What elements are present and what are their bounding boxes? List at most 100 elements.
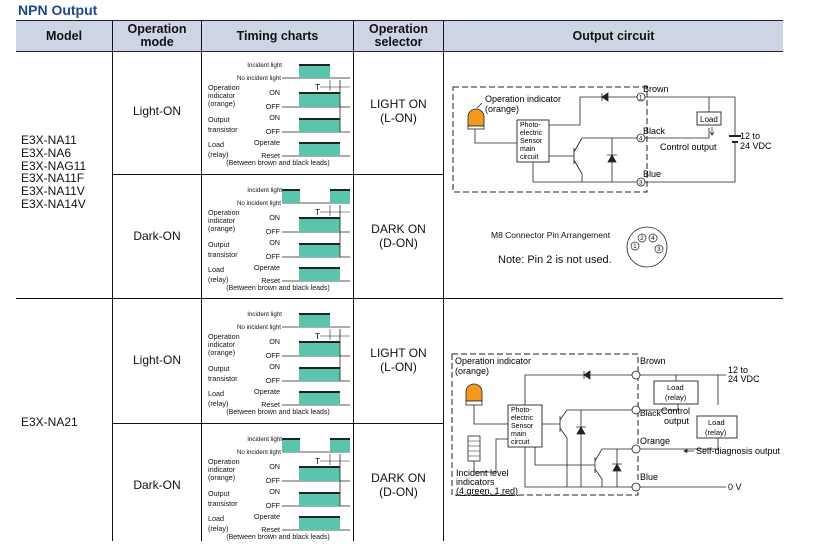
timing-label: Incident light [247, 436, 282, 443]
timing-label: OFF [266, 501, 281, 510]
operation-mode: Dark-ON [133, 229, 181, 243]
svg-text:Load: Load [700, 115, 718, 124]
connector-title: M8 Connector Pin Arrangement [491, 230, 611, 240]
svg-text:12 to: 12 to [728, 365, 748, 375]
zener-diode-icon [607, 154, 617, 163]
timing-label: ON [269, 462, 280, 471]
timing-label: Load [208, 265, 224, 274]
timing-label: (Between brown and black leads) [226, 285, 330, 292]
col-divider [443, 20, 444, 541]
svg-text:0 V: 0 V [728, 482, 742, 492]
svg-text:Black: Black [640, 408, 662, 418]
timing-label: Reset [261, 400, 280, 409]
indicator-pulse [299, 341, 340, 356]
timing-label: ON [269, 238, 280, 247]
timing-label: T [315, 331, 320, 341]
battery-icon [729, 135, 741, 143]
indicator-label: Operation indicator [485, 94, 561, 104]
timing-label: (relay) [208, 275, 228, 284]
model-name: E3X-NA11V [21, 184, 85, 199]
load-box [696, 111, 722, 126]
row-divider [112, 423, 444, 424]
operation-mode: Dark-ON [133, 478, 181, 492]
model-name: E3X-NA14V [21, 196, 86, 211]
timing-label: transistor [208, 499, 238, 508]
output-circuit-2: Operation indicator (orange) Photo- elec… [451, 353, 781, 496]
timing-label: ON [269, 88, 280, 97]
zener-diode-icon [576, 426, 586, 435]
load-box-1 [653, 380, 699, 405]
timing-label: (orange) [208, 348, 235, 357]
col-divider [353, 20, 354, 541]
timing-label: Incident light [247, 187, 282, 194]
timing-label: No incident light [237, 449, 281, 456]
operation-mode: Light-ON [132, 353, 182, 367]
timing-label: transistor [208, 374, 238, 383]
timing-label: Reset [261, 151, 280, 160]
load-pulse [299, 267, 340, 281]
load-pulse [299, 142, 340, 156]
svg-text:4: 4 [651, 236, 655, 242]
svg-text:12 to: 12 to [740, 131, 760, 141]
timing-label: T [315, 207, 320, 217]
svg-text:24 VDC: 24 VDC [728, 374, 760, 384]
header-mode: Operation mode [127, 22, 187, 49]
indicator-led-icon [467, 108, 485, 127]
incident-pulse [282, 189, 300, 203]
svg-text:Load: Load [708, 418, 725, 427]
svg-text:Photo- electric Sensor: Photo- electric Sensor main circuit [520, 122, 544, 161]
timing-label: (relay) [208, 399, 228, 408]
indicator-pulse [299, 217, 340, 232]
diode-icon [601, 92, 609, 102]
wire-black-label: Black [643, 126, 666, 136]
model-name: E3X-NAG11 [21, 158, 87, 173]
timing-label: Operate [254, 512, 280, 521]
timing-label: (relay) [208, 150, 228, 159]
timing-label: No incident light [237, 200, 281, 207]
timing-label: Operation [208, 208, 240, 217]
timing-label: transistor [208, 125, 238, 134]
transistor-icon [573, 137, 583, 175]
model-list: E3X-NA11 E3X-NA6 E3X-NAG11 E3X-NA11F E3X… [21, 134, 86, 211]
timing-label: T [315, 82, 320, 92]
header-selector: Operation selector [368, 22, 429, 49]
timing-label: Operation [208, 457, 240, 466]
header-timing: Timing charts [236, 28, 319, 43]
svg-text:(relay): (relay) [705, 428, 727, 437]
timing-label: Load [208, 389, 224, 398]
timing-label: Operate [254, 263, 280, 272]
transistor-pulse [299, 243, 340, 257]
svg-text:Self-diagnosis output: Self-diagnosis output [696, 446, 781, 456]
svg-text:Photo- electric Sensor: Photo- electric Sensor main circuit [511, 407, 535, 446]
control-output-label: Control output [660, 142, 717, 152]
incident-pulse [330, 438, 350, 452]
timing-label: Output [208, 240, 230, 249]
indicator-color-label: (orange) [485, 104, 519, 114]
load-pulse [299, 516, 340, 530]
timing-label: No incident light [237, 324, 281, 331]
timing-label: ON [269, 213, 280, 222]
timing-label: Output [208, 489, 230, 498]
sensor-boundary [451, 353, 639, 496]
svg-text:output: output [664, 416, 690, 426]
timing-label: (orange) [208, 473, 235, 482]
timing-label: indicator [208, 340, 236, 349]
timing-label: indicator [208, 465, 236, 474]
svg-text:4: 4 [639, 137, 643, 143]
incident-pulse [282, 438, 300, 452]
timing-label: Operation [208, 83, 240, 92]
timing-label: indicator [208, 216, 236, 225]
timing-label: indicator [208, 91, 236, 100]
timing-label: OFF [266, 227, 281, 236]
timing-label: OFF [266, 252, 281, 261]
timing-label: OFF [266, 351, 281, 360]
terminal-blue [631, 482, 641, 492]
svg-text:Operation indicator: Operation indicator [455, 356, 531, 366]
timing-label: (orange) [208, 224, 235, 233]
svg-text:(4 green, 1 red): (4 green, 1 red) [456, 486, 518, 496]
operation-mode: Light-ON [132, 104, 182, 118]
diode-icon [583, 370, 591, 380]
